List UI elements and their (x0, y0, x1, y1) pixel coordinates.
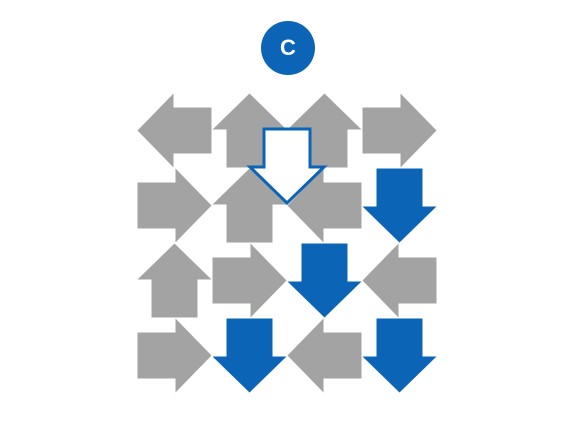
arrow-r1-c1 (137, 93, 212, 168)
arrow-r3-c1 (137, 243, 212, 318)
highlight-outline-arrow (246, 127, 328, 206)
arrow-r1-c4 (362, 93, 437, 168)
arrow-r3-c2 (212, 243, 287, 318)
arrow-r2-c4 (362, 168, 437, 243)
arrow-r3-c4 (362, 243, 437, 318)
arrow-r4-c3 (287, 318, 362, 393)
arrow-r4-c1 (137, 318, 212, 393)
label-badge: C (261, 21, 315, 75)
badge-letter: C (280, 35, 296, 60)
arrow-r4-c2 (212, 318, 287, 393)
arrow-r3-c3 (287, 243, 362, 318)
arrow-r2-c2 (212, 168, 287, 243)
arrow-r4-c4 (362, 318, 437, 393)
arrow-r2-c1 (137, 168, 212, 243)
arrow-r2-c3 (287, 168, 362, 243)
